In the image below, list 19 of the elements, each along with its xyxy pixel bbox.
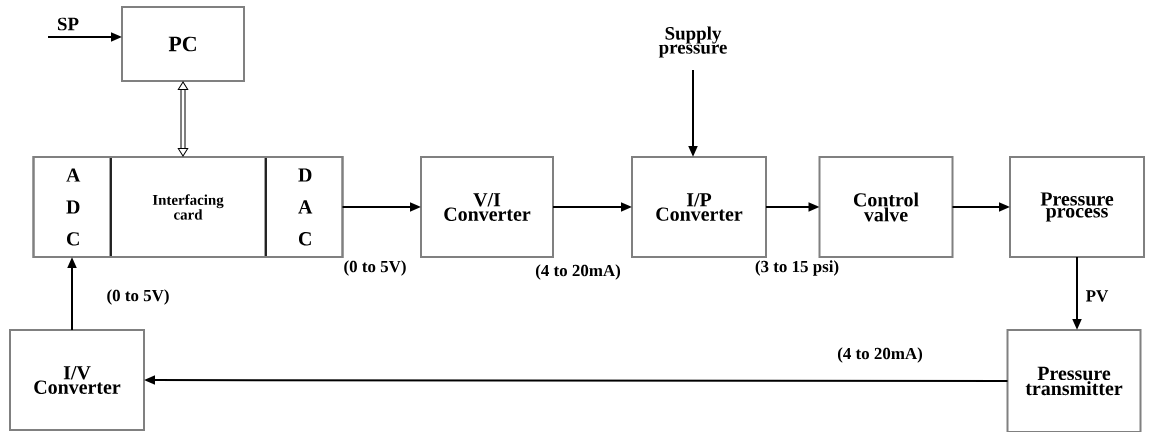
process-box: Control valve [818, 156, 954, 258]
edge-label: PV [1086, 290, 1109, 302]
edge-label: (4 to 20mA) [535, 264, 621, 280]
input-label: SP [57, 17, 79, 31]
interface-box: Interfacing card [109, 156, 267, 258]
edge-label: (3 to 15 psi) [755, 260, 839, 276]
edge-label: (0 to 5V) [344, 260, 406, 276]
converter-box: A D C [32, 156, 112, 258]
input-label: Supply pressure [658, 26, 727, 58]
process-box: Pressure transmitter [1006, 329, 1142, 432]
process-box: I/P Converter [631, 156, 767, 258]
signal-label: (0 to 5V) [107, 289, 169, 305]
process-box: Pressure process [1009, 156, 1145, 258]
edge-label: (4 to 20mA) [837, 347, 923, 363]
process-box: I/V Converter [9, 329, 145, 431]
arrow [177, 81, 189, 157]
process-box: PC [121, 6, 245, 82]
process-box: V/I Converter [420, 156, 554, 258]
converter-box: D A C [264, 156, 344, 258]
